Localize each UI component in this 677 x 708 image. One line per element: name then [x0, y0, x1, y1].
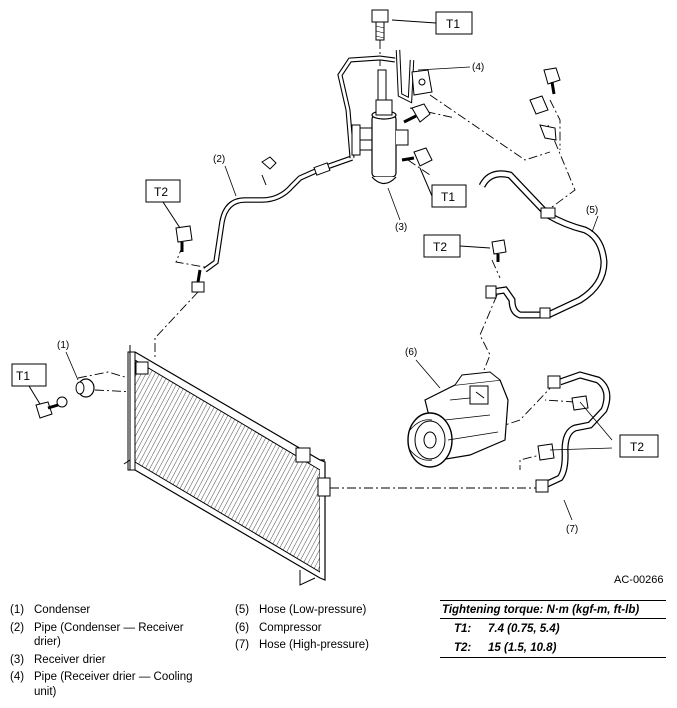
callout-1: (1): [57, 340, 69, 351]
ac-system-exploded-diagram: T1 T1 T2 T2 T1 T2 (1) (2) (3) (4) (5) (6…: [11, 9, 664, 586]
legend-number: (6): [235, 621, 250, 634]
callout-6: (6): [405, 347, 417, 358]
torque-value: 15 (1.5, 10.8): [488, 642, 557, 654]
legend-text: Pipe (Condenser — Receiver drier): [34, 621, 184, 649]
legend-column-1: (1) Condenser (2) Pipe (Condenser — Rece…: [10, 603, 209, 702]
condenser: [123, 345, 331, 586]
part-code: AC-00266: [614, 574, 664, 586]
torque-key: T1:: [454, 623, 472, 635]
t1-tag-left: T1: [16, 369, 30, 383]
pipe-bolt: [175, 225, 193, 252]
legend-column-2: (5) Hose (Low-pressure) (6) Compressor (…: [235, 603, 434, 656]
legend-number: (2): [10, 621, 25, 634]
torque-heading: Tightening torque: N·m (kgf-m, ft-lb): [440, 600, 666, 619]
callout-7: (7): [566, 524, 578, 535]
legend-number: (7): [235, 639, 250, 651]
condenser-bushing: [35, 378, 95, 419]
t1-tag-drier: T1: [441, 190, 455, 204]
callout-4: (4): [472, 62, 484, 73]
pipe-receiver-drier-cooling-unit: [337, 49, 471, 159]
hose-low-pressure: [478, 124, 608, 319]
callout-5: (5): [586, 205, 598, 216]
legend-number: (1): [10, 604, 25, 616]
torque-table: Tightening torque: N·m (kgf-m, ft-lb) T1…: [440, 600, 666, 658]
t2-tag-high: T2: [630, 440, 644, 454]
legend-item: (3) Receiver drier: [10, 653, 209, 668]
drier-bolt-lower: [401, 147, 433, 167]
hose-bolt-upper: [491, 67, 561, 262]
legend-item: (5) Hose (Low-pressure): [235, 603, 434, 618]
callout-2: (2): [213, 154, 225, 165]
torque-row-t1: T1: 7.4 (0.75, 5.4): [440, 619, 666, 638]
legend-item: (6) Compressor: [235, 621, 434, 636]
drier-bolt-side: [403, 103, 431, 124]
receiver-drier: [351, 69, 409, 185]
assembly-leader-lines: [77, 40, 576, 489]
legend-item: (7) Hose (High-pressure): [235, 638, 434, 653]
torque-value: 7.4 (0.75, 5.4): [488, 623, 560, 635]
t2-tag-hose: T2: [433, 240, 447, 254]
pipe-condenser-receiver-drier: [191, 155, 353, 293]
t2-tag-pipe: T2: [154, 185, 168, 199]
t1-tag-top: T1: [446, 17, 460, 31]
legend-text: Pipe (Receiver drier — Cooling unit): [34, 671, 193, 698]
legend-text: Condenser: [34, 604, 91, 616]
legend-text: Hose (Low-pressure): [259, 604, 367, 616]
drier-bolt-top: [371, 9, 389, 41]
legend-number: (3): [10, 653, 25, 666]
legend-text: Receiver drier: [34, 653, 106, 666]
torque-key: T2:: [454, 642, 472, 654]
legend-item: (1) Condenser: [10, 603, 209, 618]
legend-number: (5): [235, 604, 250, 616]
legend-text: Compressor: [259, 621, 322, 634]
callout-3: (3): [395, 222, 407, 233]
legend-item: (2) Pipe (Condenser — Receiver drier): [10, 621, 209, 650]
compressor: [407, 371, 509, 468]
hose-high-pressure: [535, 371, 613, 493]
legend-number: (4): [10, 671, 25, 683]
torque-row-t2: T2: 15 (1.5, 10.8): [440, 638, 666, 658]
legend-item: (4) Pipe (Receiver drier — Cooling unit): [10, 670, 209, 699]
legend-text: Hose (High-pressure): [259, 639, 369, 651]
